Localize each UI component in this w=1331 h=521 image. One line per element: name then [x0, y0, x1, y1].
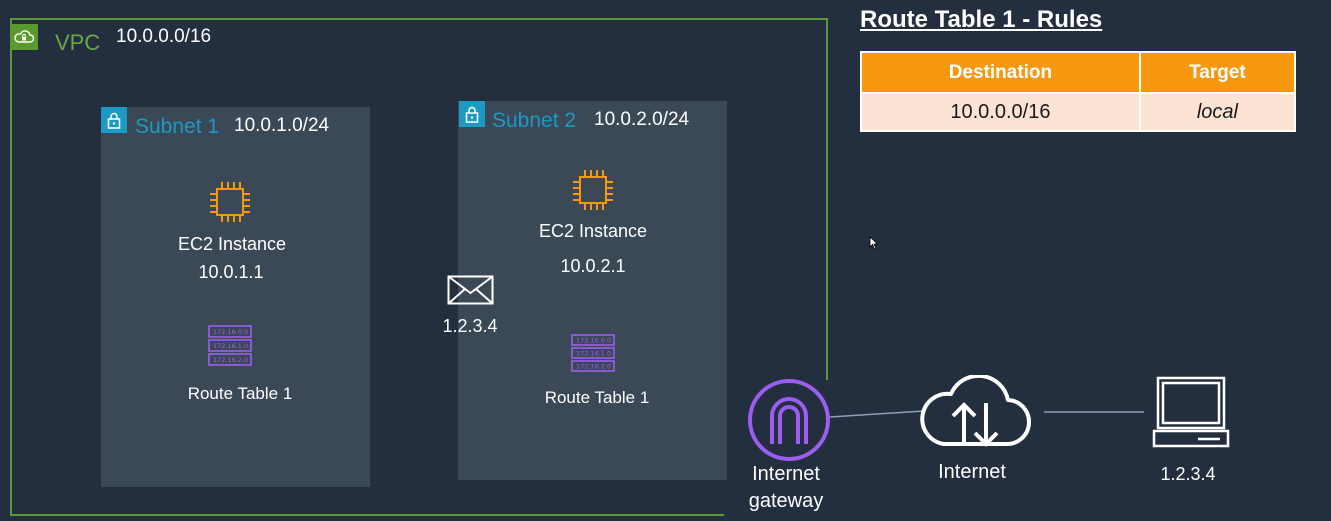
- header-target: Target: [1138, 51, 1297, 94]
- route-table-icon: 172.16.0.0 172.16.1.0 172.16.2.0: [208, 325, 252, 366]
- subnet-1-instance-label: EC2 Instance: [177, 234, 287, 254]
- cloud-lock-icon: [10, 24, 38, 50]
- subnet-2-instance-label: EC2 Instance: [538, 221, 648, 241]
- internet-gateway-label: Internet gateway: [749, 461, 824, 515]
- route-table-icon: 172.16.0.0 172.16.1.0 172.16.2.0: [571, 334, 615, 372]
- subnet-2-cidr: 10.0.2.0/24: [594, 109, 690, 130]
- gateway-label-line2: gateway: [748, 490, 824, 512]
- mouse-cursor-icon: [869, 236, 879, 250]
- subnet-2-instance-ip: 10.0.2.1: [560, 256, 626, 276]
- cell-destination: 10.0.0.0/16: [860, 92, 1141, 132]
- table-header-row: Destination Target: [860, 51, 1297, 94]
- vpc-container: [10, 18, 828, 516]
- table-row: 10.0.0.0/16 local: [860, 92, 1297, 132]
- lock-icon: [101, 107, 127, 133]
- route-table-title: Route Table 1 - Rules: [860, 6, 1103, 33]
- ec2-chip-icon: [210, 182, 250, 222]
- route-icon-row-1: 172.16.0.0: [576, 337, 611, 345]
- route-icon-row-1: 172.16.0.0: [213, 328, 248, 336]
- subnet-1: [101, 107, 370, 487]
- subnet-2: [458, 101, 727, 480]
- route-icon-row-3: 172.16.2.0: [213, 356, 248, 364]
- route-icon-row-3: 172.16.2.0: [576, 363, 611, 371]
- subnet-2-route-table-label: Route Table 1: [544, 388, 650, 407]
- subnet-1-name: Subnet 1: [135, 115, 220, 138]
- gateway-label-line1: Internet: [752, 463, 820, 485]
- lock-icon: [459, 101, 485, 127]
- packet-label: 1.2.3.4: [442, 316, 498, 336]
- route-table-rules: Destination Target 10.0.0.0/16 local: [860, 51, 1297, 132]
- internet-gateway-icon: [748, 379, 830, 461]
- internet-label: Internet: [938, 461, 1006, 483]
- subnet-1-cidr: 10.0.1.0/24: [234, 115, 330, 136]
- connection-lines: [829, 410, 1144, 418]
- client-label: 1.2.3.4: [1160, 464, 1216, 484]
- envelope-icon: [447, 275, 494, 305]
- vpc-label: VPC: [55, 30, 101, 55]
- cloud-upload-download-icon: [920, 375, 1031, 447]
- vpc-cidr: 10.0.0.0/16: [116, 26, 212, 47]
- cell-target: local: [1138, 92, 1297, 132]
- subnet-2-name: Subnet 2: [492, 109, 577, 132]
- computer-icon: [1152, 376, 1230, 448]
- subnet-1-route-table-label: Route Table 1: [187, 384, 293, 403]
- route-icon-row-2: 172.16.1.0: [213, 342, 248, 350]
- header-destination: Destination: [860, 51, 1141, 94]
- subnet-1-instance-ip: 10.0.1.1: [198, 262, 264, 282]
- ec2-chip-icon: [573, 170, 613, 210]
- route-icon-row-2: 172.16.1.0: [576, 350, 611, 358]
